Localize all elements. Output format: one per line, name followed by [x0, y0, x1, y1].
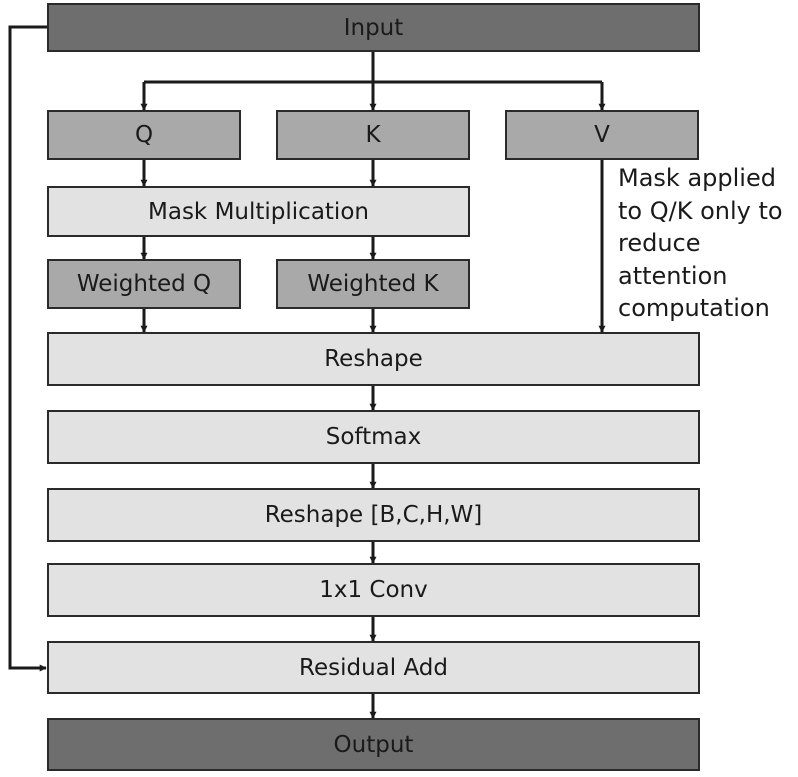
weighted-q-label: Weighted Q — [76, 271, 212, 297]
residual-add-label: Residual Add — [299, 654, 448, 681]
annotation-line: attention — [618, 261, 728, 290]
output-label: Output — [333, 731, 414, 758]
residual-add-node: Residual Add — [47, 641, 700, 694]
reshape-bchw-node: Reshape [B,C,H,W] — [47, 488, 700, 542]
reshape-bchw-label: Reshape [B,C,H,W] — [264, 502, 483, 528]
input-label: Input — [343, 14, 404, 41]
q-label: Q — [134, 122, 154, 148]
annotation-line: computation — [618, 294, 770, 322]
edge-skip-connection — [8, 25, 47, 672]
q-node: Q — [47, 110, 241, 160]
input-node: Input — [47, 3, 700, 52]
conv-node: 1x1 Conv — [47, 563, 700, 617]
mask-annotation: Mask applied to Q/K only to reduce atten… — [618, 162, 798, 325]
conv-label: 1x1 Conv — [319, 577, 428, 603]
annotation-line: to Q/K only to — [618, 196, 783, 225]
mask-multiplication-label: Mask Multiplication — [148, 198, 369, 225]
softmax-label: Softmax — [325, 424, 422, 450]
output-node: Output — [47, 718, 700, 771]
annotation-line: Mask applied — [618, 164, 776, 192]
annotation-line: reduce — [618, 229, 701, 257]
reshape-node: Reshape — [47, 332, 700, 386]
v-node: V — [505, 110, 699, 160]
mask-multiplication-node: Mask Multiplication — [47, 186, 470, 237]
k-node: K — [276, 110, 470, 160]
k-label: K — [365, 122, 381, 148]
v-label: V — [594, 122, 610, 148]
reshape-label: Reshape — [324, 346, 423, 372]
weighted-q-node: Weighted Q — [47, 259, 241, 309]
softmax-node: Softmax — [47, 410, 700, 464]
weighted-k-node: Weighted K — [276, 259, 470, 309]
weighted-k-label: Weighted K — [307, 271, 439, 297]
